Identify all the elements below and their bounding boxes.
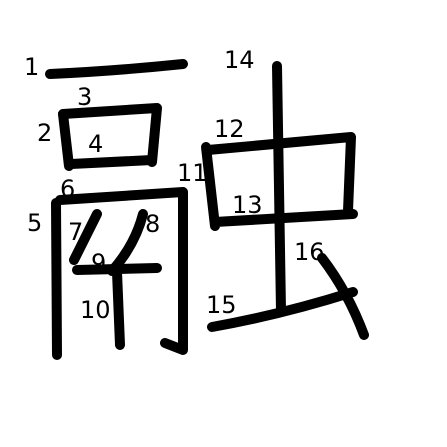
stroke-number-6: 6 bbox=[60, 175, 75, 203]
stroke-16 bbox=[317, 253, 369, 340]
stroke-6 bbox=[55, 187, 188, 355]
stroke-number-4: 4 bbox=[88, 130, 103, 158]
stroke-number-12: 12 bbox=[214, 115, 245, 143]
stroke-2 bbox=[58, 109, 74, 171]
stroke-3 bbox=[58, 103, 162, 167]
stroke-8 bbox=[107, 209, 148, 276]
stroke-number-7: 7 bbox=[68, 218, 83, 246]
stroke-5 bbox=[51, 198, 62, 360]
stroke-number-11: 11 bbox=[177, 159, 208, 187]
stroke-14 bbox=[272, 61, 286, 316]
stroke-12 bbox=[203, 132, 356, 216]
stroke-number-13: 13 bbox=[232, 191, 263, 219]
stroke-15 bbox=[207, 287, 358, 332]
stroke-number-14: 14 bbox=[224, 46, 255, 74]
stroke-7 bbox=[69, 209, 102, 265]
character-strokes bbox=[45, 59, 369, 360]
stroke-number-1: 1 bbox=[24, 53, 39, 81]
stroke-4 bbox=[66, 155, 157, 169]
stroke-number-2: 2 bbox=[37, 119, 52, 147]
stroke-number-9: 9 bbox=[91, 249, 106, 277]
stroke-1 bbox=[45, 59, 188, 79]
stroke-10 bbox=[112, 267, 125, 350]
stroke-number-labels: 1 2 3 4 5 6 7 8 9 10 11 12 13 14 15 16 bbox=[24, 46, 325, 324]
stroke-11 bbox=[201, 142, 220, 231]
stroke-number-10: 10 bbox=[80, 296, 111, 324]
stroke-number-16: 16 bbox=[294, 238, 325, 266]
stroke-number-15: 15 bbox=[206, 291, 237, 319]
stroke-number-3: 3 bbox=[77, 83, 92, 111]
stroke-number-8: 8 bbox=[145, 210, 160, 238]
stroke-number-5: 5 bbox=[27, 209, 42, 237]
